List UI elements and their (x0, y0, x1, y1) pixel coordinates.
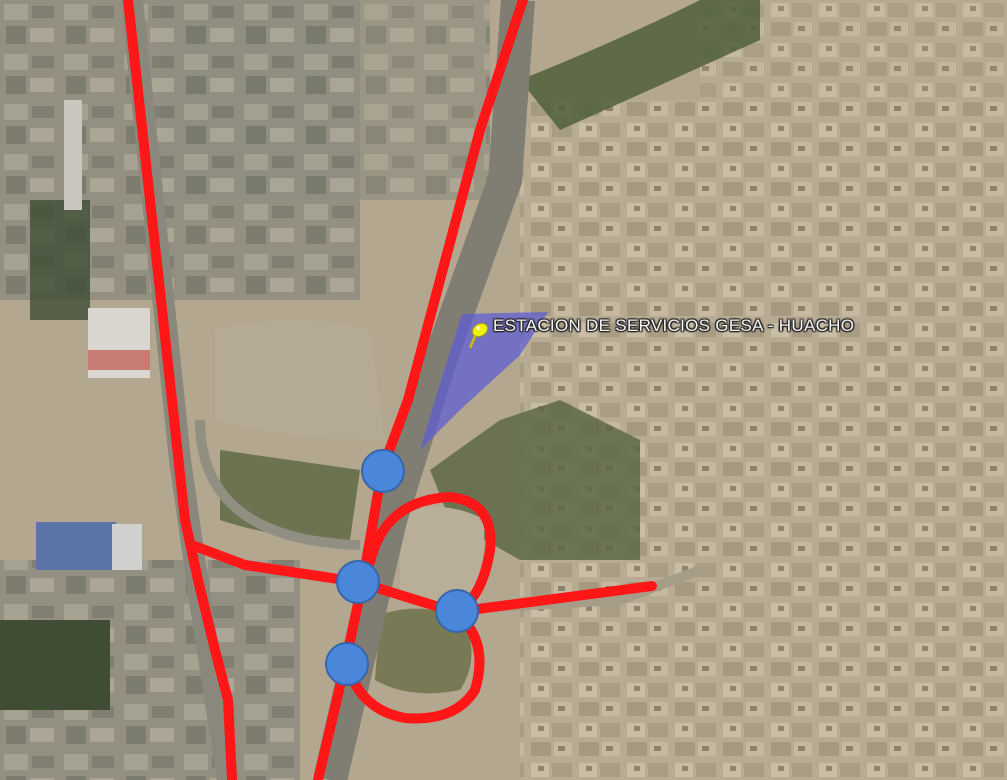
route-south-loop (342, 607, 485, 724)
blue-roof (36, 522, 116, 570)
farm-field-west-2 (30, 200, 90, 320)
route-connector (187, 540, 363, 587)
route-west-corridor (123, 0, 237, 780)
junction-node-north[interactable] (361, 449, 405, 493)
pushpin-icon[interactable] (468, 321, 490, 349)
white-roof (112, 524, 142, 570)
junction-node-south[interactable] (325, 642, 369, 686)
place-label[interactable]: ESTACION DE SERVICIOS GESA - HUACHO (493, 316, 855, 335)
farm-field-west (0, 620, 110, 710)
long-roof (64, 100, 82, 210)
junction-node-center[interactable] (336, 560, 380, 604)
highway-road (313, 0, 535, 780)
route-north-loop (365, 492, 496, 617)
industrial-north (160, 0, 490, 200)
green-strip-north (520, 0, 760, 130)
red-roof (88, 350, 150, 370)
curved-road (195, 419, 361, 550)
open-lot-south (400, 506, 485, 610)
junction-nodes (325, 449, 479, 686)
junction-node-east[interactable] (435, 589, 479, 633)
open-lot-center (215, 320, 385, 440)
station-site-area (420, 312, 548, 450)
